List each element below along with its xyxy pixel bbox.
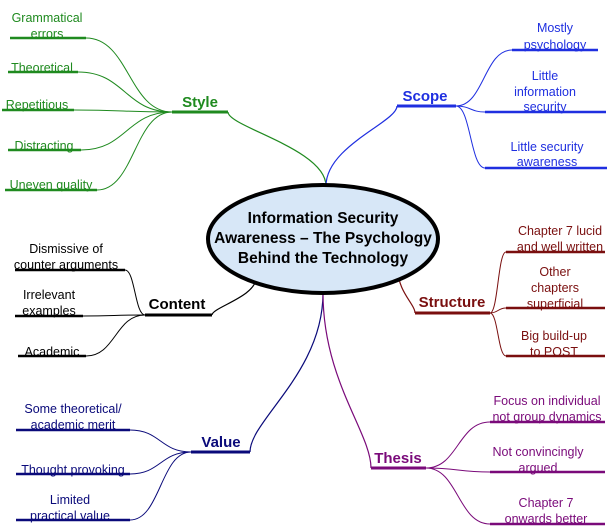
- leaf-style-0-line-1: errors: [31, 27, 64, 41]
- leaf-value-1[interactable]: Thought provoking: [21, 463, 125, 477]
- leaf-structure-1-line-2: superficial: [527, 297, 583, 311]
- leaf-structure-1-line-0: Other: [539, 265, 570, 279]
- leaf-content-1-line-1: examples: [22, 304, 76, 318]
- branch-thesis-label[interactable]: Thesis: [374, 450, 422, 467]
- leaf-style-3[interactable]: Distracting: [14, 139, 73, 153]
- connector-center-style: [227, 111, 327, 187]
- labels: Style Grammatical errorsTheoreticalRepetit…: [6, 11, 603, 526]
- leaf-scope-2-line-0: Little security: [511, 140, 585, 154]
- connectors: [73, 37, 513, 525]
- branch-content-label[interactable]: Content: [149, 296, 206, 313]
- connector-center-scope: [325, 105, 398, 187]
- connector-structure-leaf-1: [489, 307, 507, 314]
- leaf-style-2[interactable]: Repetitious: [6, 98, 69, 112]
- leaf-thesis-1[interactable]: Not convincingly argued: [492, 445, 584, 475]
- leaf-thesis-0-line-0: Focus on individual: [493, 394, 600, 408]
- leaf-thesis-1-line-0: Not convincingly: [492, 445, 584, 459]
- leaf-value-2[interactable]: Limited practical value: [30, 493, 110, 523]
- branch-structure-label[interactable]: Structure: [419, 294, 486, 311]
- leaf-value-2-line-0: Limited: [50, 493, 90, 507]
- leaf-thesis-2-line-1: onwards better: [505, 512, 588, 526]
- connector-center-value: [249, 292, 324, 453]
- branch-style-label[interactable]: Style: [182, 94, 218, 111]
- leaf-thesis-0-line-1: not group dynamics: [492, 410, 601, 424]
- leaf-value-0[interactable]: Some theoretical/academic merit: [24, 402, 122, 432]
- connector-style-leaf-2: [73, 109, 173, 113]
- central-title-line-2: Behind the Technology: [238, 250, 409, 267]
- leaf-content-1[interactable]: Irrelevant examples: [22, 288, 76, 318]
- leaf-structure-2[interactable]: Big build-up to POST: [521, 329, 587, 359]
- leaf-structure-0-line-1: and well written: [517, 240, 603, 254]
- connector-thesis-leaf-1: [425, 467, 491, 473]
- leaf-thesis-1-line-1: argued: [519, 461, 558, 475]
- branch-value-label[interactable]: Value: [201, 434, 240, 451]
- connector-style-leaf-1: [77, 71, 173, 113]
- connector-structure-leaf-2: [489, 312, 507, 357]
- underlines: [2, 36, 607, 526]
- leaf-scope-0[interactable]: Mostly psychology: [524, 21, 587, 52]
- connector-structure-leaf-0: [489, 251, 507, 314]
- connector-style-leaf-4: [96, 111, 173, 191]
- connector-scope-leaf-0: [455, 49, 513, 107]
- central-ellipse: [206, 183, 440, 295]
- leaf-value-0-line-1: academic merit: [31, 418, 116, 432]
- leaf-structure-1-line-1: chapters: [531, 281, 579, 295]
- leaf-value-1-line-0: Thought provoking: [21, 463, 125, 477]
- leaf-style-4-line-0: Uneven quality: [10, 178, 93, 192]
- leaf-content-0[interactable]: Dismissive of counter arguments: [14, 242, 118, 272]
- leaf-scope-0-line-1: psychology: [524, 38, 587, 52]
- connector-value-leaf-1: [129, 451, 192, 475]
- leaf-style-1-line-0: Theoretical: [11, 61, 73, 75]
- central-title-line-1: Awareness – The Psychology: [214, 230, 432, 247]
- connector-value-leaf-2: [129, 451, 192, 521]
- leaf-structure-2-line-0: Big build-up: [521, 329, 587, 343]
- connector-content-leaf-1: [82, 314, 146, 317]
- connector-scope-leaf-2: [455, 105, 486, 169]
- leaf-style-2-line-0: Repetitious: [6, 98, 69, 112]
- leaf-thesis-2-line-0: Chapter 7: [519, 496, 574, 510]
- connector-value-leaf-0: [129, 429, 192, 453]
- leaf-style-3-line-0: Distracting: [14, 139, 73, 153]
- leaf-content-0-line-0: Dismissive of: [29, 242, 103, 256]
- leaf-style-0-line-0: Grammatical: [12, 11, 83, 25]
- branch-scope-label[interactable]: Scope: [402, 88, 447, 105]
- leaf-structure-2-line-1: to POST: [530, 345, 578, 359]
- leaf-style-0[interactable]: Grammatical errors: [12, 11, 83, 41]
- leaf-style-1[interactable]: Theoretical: [11, 61, 73, 75]
- leaf-scope-1-line-0: Little: [532, 69, 558, 83]
- connector-thesis-leaf-0: [425, 421, 491, 469]
- leaf-style-4[interactable]: Uneven quality: [10, 178, 93, 192]
- leaf-value-0-line-0: Some theoretical/: [24, 402, 122, 416]
- leaf-content-2-line-0: Academic: [25, 345, 80, 359]
- leaf-structure-0-line-0: Chapter 7 lucid: [518, 224, 602, 238]
- connector-center-thesis: [322, 292, 372, 469]
- leaf-thesis-2[interactable]: Chapter 7 onwards better: [505, 496, 588, 526]
- leaf-structure-0[interactable]: Chapter 7 lucid and well written: [517, 224, 603, 254]
- leaf-content-2[interactable]: Academic: [25, 345, 80, 359]
- connector-thesis-leaf-2: [425, 467, 491, 525]
- leaf-scope-1-line-2: security: [523, 100, 567, 114]
- leaf-scope-2-line-1: awareness: [517, 155, 577, 169]
- leaf-scope-1-line-1: information: [514, 85, 576, 99]
- leaf-scope-0-line-0: Mostly: [537, 21, 574, 35]
- leaf-value-2-line-1: practical value: [30, 509, 110, 523]
- leaf-thesis-0[interactable]: Focus on individual not group dynamics: [492, 394, 601, 424]
- leaf-content-1-line-0: Irrelevant: [23, 288, 76, 302]
- leaf-content-0-line-1: counter arguments: [14, 258, 118, 272]
- connector-style-leaf-0: [85, 37, 173, 113]
- central-title-line-0: Information Security: [248, 210, 399, 227]
- connector-content-leaf-2: [85, 314, 146, 357]
- connector-scope-leaf-1: [455, 105, 486, 113]
- connector-center-content: [211, 277, 257, 316]
- connector-style-leaf-3: [80, 111, 173, 151]
- leaf-structure-1[interactable]: Other chapters superficial: [527, 265, 583, 311]
- connector-content-leaf-0: [124, 269, 146, 316]
